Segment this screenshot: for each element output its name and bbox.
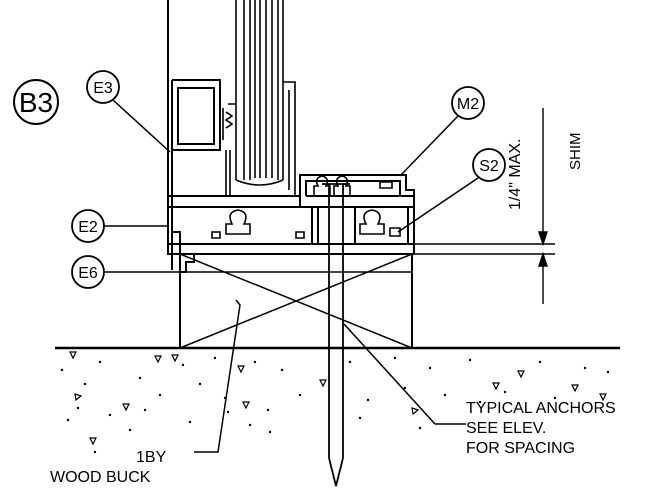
concrete-sand-dots [60, 356, 610, 454]
glazing-unit [222, 0, 296, 196]
detail-mark-text: B3 [19, 87, 53, 118]
callout-e6-text: E6 [78, 265, 98, 282]
shim-dimension [414, 108, 555, 304]
buck-note-leader [194, 299, 241, 453]
detail-mark-b3: B3 [13, 79, 59, 125]
anchor-note-leader [343, 323, 466, 425]
callout-e3: E3 [86, 70, 171, 153]
callout-e6: E6 [71, 255, 180, 289]
buck-note-line2: WOOD BUCK [50, 469, 151, 486]
wood-buck [179, 253, 413, 349]
callout-s2: S2 [397, 148, 506, 233]
callout-e2-text: E2 [78, 219, 98, 236]
callout-e2: E2 [71, 209, 168, 243]
callout-s2-text: S2 [479, 158, 499, 175]
concrete-aggregate-stipple [69, 351, 607, 446]
anchor-screw [322, 183, 350, 487]
anchor-note-line3: FOR SPACING [466, 440, 575, 457]
callout-m2-text: M2 [457, 96, 479, 113]
callout-e3-text: E3 [93, 80, 113, 97]
snap-clips [211, 175, 401, 239]
buck-note-line1: 1BY [136, 449, 167, 466]
dimension-label: SHIM [567, 133, 584, 171]
callout-m2: M2 [399, 86, 485, 177]
anchor-note-line2: SEE ELEV. [466, 420, 546, 437]
dimension-value: 1/4" MAX. [507, 139, 524, 210]
frame-profile [167, 0, 415, 273]
anchor-note-line1: TYPICAL ANCHORS [466, 400, 616, 417]
